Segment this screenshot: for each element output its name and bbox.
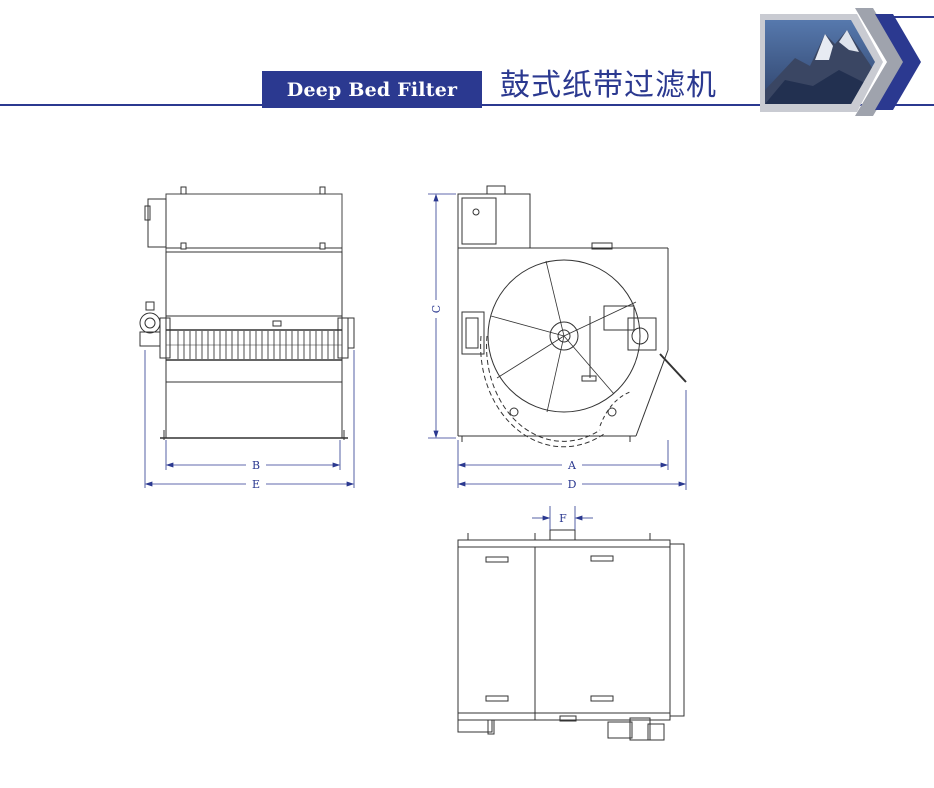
mountain-peak-icon — [760, 8, 921, 116]
dim-label-e: E — [252, 478, 260, 491]
title-english: Deep Bed Filter — [262, 71, 482, 108]
dim-label-a: A — [567, 459, 577, 472]
side-view-dimensions — [428, 193, 687, 490]
dim-label-b: B — [252, 459, 260, 472]
title-chinese: 鼓式纸带过滤机 — [500, 68, 717, 103]
front-view-dimensions — [144, 350, 355, 488]
dim-label-f: F — [559, 512, 567, 525]
top-view-dimension-f — [532, 506, 593, 530]
front-view — [139, 186, 355, 440]
header-top-rule — [890, 16, 934, 18]
dim-label-d: D — [568, 478, 577, 491]
side-view — [457, 185, 687, 448]
dim-label-c: C — [430, 305, 443, 313]
top-view — [457, 529, 685, 741]
